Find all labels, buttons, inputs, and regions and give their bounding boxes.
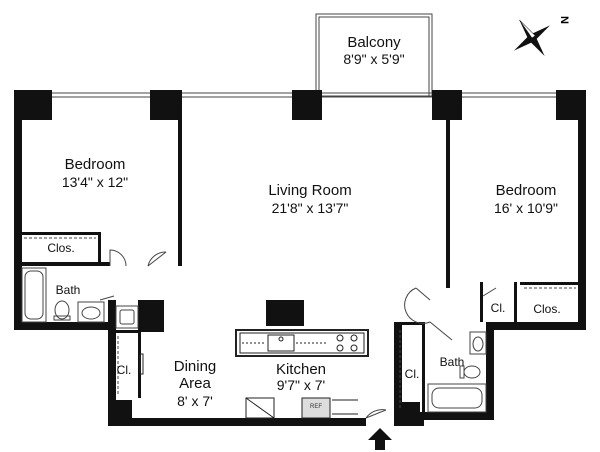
closet-rods bbox=[24, 237, 576, 410]
closet-right-small-label: Cl. bbox=[490, 301, 506, 315]
balcony-outline bbox=[315, 13, 433, 97]
refrigerator-label: REF bbox=[310, 404, 322, 410]
left-bath-fixtures bbox=[21, 267, 139, 329]
exterior-walls bbox=[14, 90, 586, 426]
living-room-label: Living Room bbox=[268, 182, 352, 199]
kitchen-dims: 9'7" x 7' bbox=[276, 377, 326, 393]
bath-left-label: Bath bbox=[55, 283, 81, 297]
dining-dims: 8' x 7' bbox=[177, 393, 213, 409]
bedroom-left-dims: 13'4" x 12" bbox=[61, 174, 129, 190]
entry-arrow-icon bbox=[368, 428, 392, 450]
kitchen-counter bbox=[139, 329, 369, 419]
right-bath-fixtures bbox=[427, 331, 487, 413]
closet-dining-label: Cl. bbox=[116, 363, 132, 377]
compass-icon bbox=[513, 19, 551, 57]
windows bbox=[52, 92, 556, 98]
kitchen-label: Kitchen bbox=[275, 361, 327, 378]
balcony-label: Balcony bbox=[347, 34, 401, 51]
dining-label-1: Dining bbox=[173, 358, 217, 375]
dining-label-2: Area bbox=[179, 375, 211, 392]
door-swings bbox=[99, 249, 497, 419]
compass-north-label: N bbox=[557, 16, 570, 24]
living-room-dims: 21'8" x 13'7" bbox=[271, 200, 349, 216]
closet-right-bedroom-label: Clos. bbox=[533, 302, 561, 316]
balcony-dims: 8'9" x 5'9" bbox=[343, 51, 405, 67]
bedroom-right-label: Bedroom bbox=[495, 182, 557, 199]
closet-entry-label: Cl. bbox=[404, 367, 420, 381]
bedroom-right-dims: 16' x 10'9" bbox=[493, 200, 559, 216]
bath-right-label: Bath bbox=[439, 355, 465, 369]
closet-left-bedroom-label: Clos. bbox=[47, 241, 75, 255]
bedroom-left-label: Bedroom bbox=[64, 156, 126, 173]
